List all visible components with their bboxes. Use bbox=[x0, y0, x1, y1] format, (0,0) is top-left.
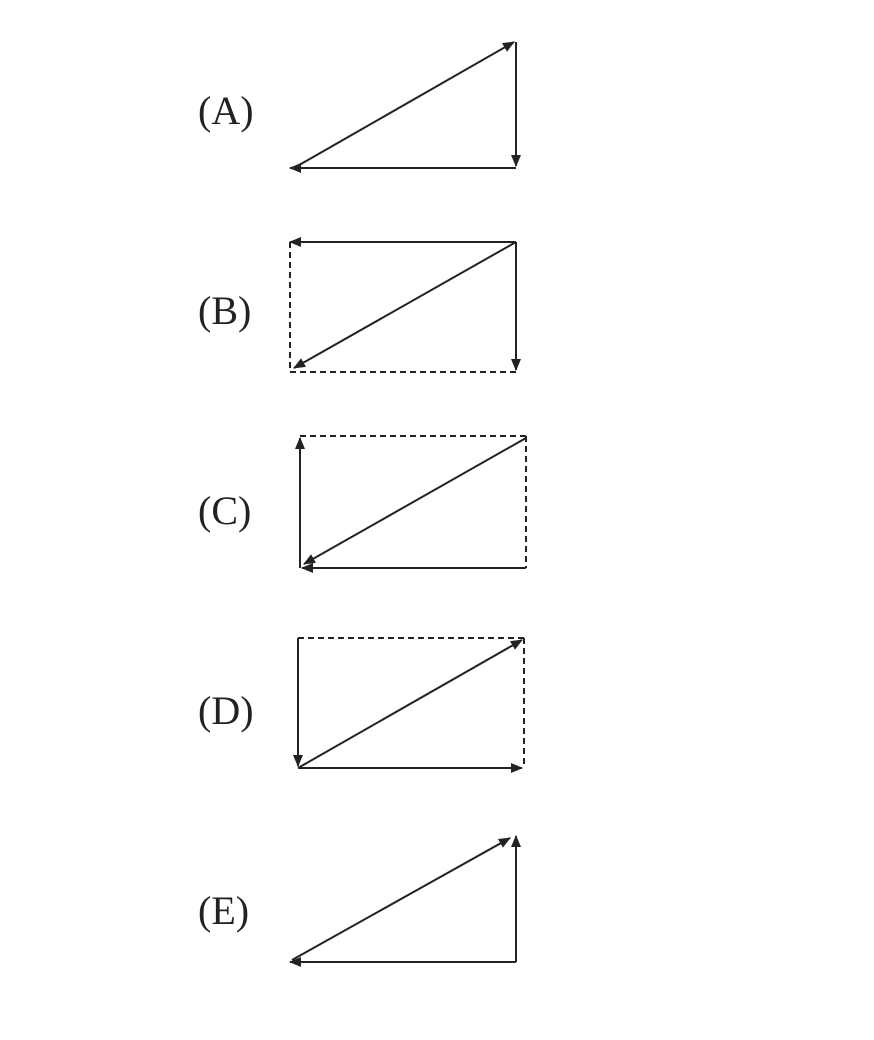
diagram-a bbox=[289, 41, 521, 173]
diagram-a-diagonal-arrow bbox=[293, 41, 515, 169]
option-a-label: (A) bbox=[198, 88, 254, 133]
diagram-b bbox=[289, 237, 521, 373]
diagram-d bbox=[293, 637, 525, 773]
option-c-label: (C) bbox=[198, 488, 252, 533]
diagram-c bbox=[295, 435, 527, 573]
diagram-e-diagonal-arrow bbox=[291, 837, 511, 961]
diagram-b-diagonal-arrow bbox=[293, 241, 517, 369]
option-d-label: (D) bbox=[198, 688, 254, 733]
diagram-d-diagonal-arrow bbox=[297, 639, 523, 769]
option-b-label: (B) bbox=[198, 288, 252, 333]
diagram-c-diagonal-arrow bbox=[303, 437, 527, 565]
diagram-e bbox=[289, 835, 521, 967]
option-e-label: (E) bbox=[198, 888, 250, 933]
